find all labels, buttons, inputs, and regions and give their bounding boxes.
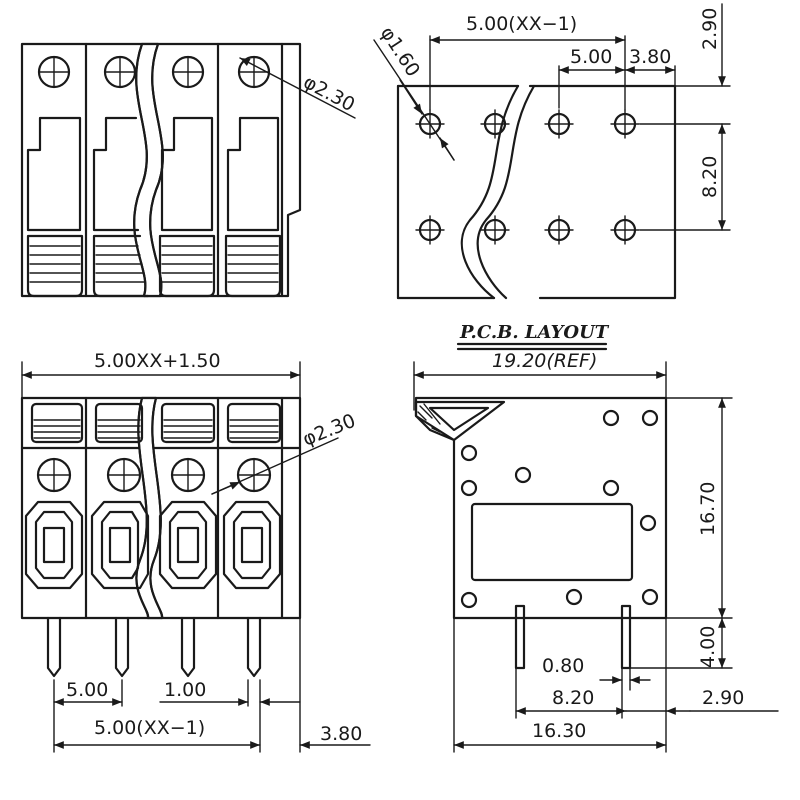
front-offset-label: 3.80 xyxy=(320,723,362,745)
front-pin-width-label: 1.00 xyxy=(164,679,206,701)
top-hole-diameter-label: φ2.30 xyxy=(300,71,359,116)
pin-offset-y-label: 2.90 xyxy=(699,8,721,50)
top-view: φ2.30 xyxy=(20,42,359,298)
pin-offset-x-label: 3.80 xyxy=(629,46,671,68)
pcb-offset-label: 2.90 xyxy=(702,687,744,709)
pcb-height-label: 16.70 xyxy=(697,482,719,536)
top-module-2 xyxy=(92,55,150,298)
front-pins xyxy=(46,616,262,678)
pcb-holes xyxy=(460,409,659,609)
front-view: 5.00XX+1.50 φ2.30 5.00 1.00 5.00(XX−1) 3… xyxy=(20,350,371,753)
pin-row-2 xyxy=(415,215,640,245)
front-overall-width-label: 5.00XX+1.50 xyxy=(94,350,221,372)
top-module-1 xyxy=(26,55,84,298)
pin-diameter-label: φ1.60 xyxy=(376,23,424,81)
pin-span-label: 5.00(XX−1) xyxy=(466,13,577,35)
pcb-pin-width-label: 0.80 xyxy=(542,655,584,677)
front-wire-entries xyxy=(24,500,282,590)
front-holes xyxy=(36,457,272,493)
pcb-layout-view: P.C.B. LAYOUT 19.20(REF) xyxy=(413,322,779,753)
pcb-pin-spacing-label: 8.20 xyxy=(552,687,594,709)
front-span-label: 5.00(XX−1) xyxy=(94,717,205,739)
front-grips xyxy=(30,402,282,444)
pcb-pin-length-label: 4.00 xyxy=(697,626,719,668)
pcb-ref-width-label: 19.20(REF) xyxy=(492,350,597,372)
pin-pattern-view: 5.00(XX−1) 5.00 3.80 2.90 8.20 φ1.60 xyxy=(373,3,731,300)
top-module-3 xyxy=(158,55,216,298)
pin-row-spacing-label: 8.20 xyxy=(699,156,721,198)
top-module-4 xyxy=(224,55,282,298)
front-pitch-label: 5.00 xyxy=(66,679,108,701)
pin-pitch-label: 5.00 xyxy=(570,46,612,68)
pcb-layout-title: P.C.B. LAYOUT xyxy=(459,322,610,343)
pcb-pins xyxy=(514,604,632,670)
pcb-base-width-label: 16.30 xyxy=(532,720,586,742)
pin-row-1 xyxy=(415,109,640,139)
front-hole-diameter-label: φ2.30 xyxy=(300,410,359,451)
